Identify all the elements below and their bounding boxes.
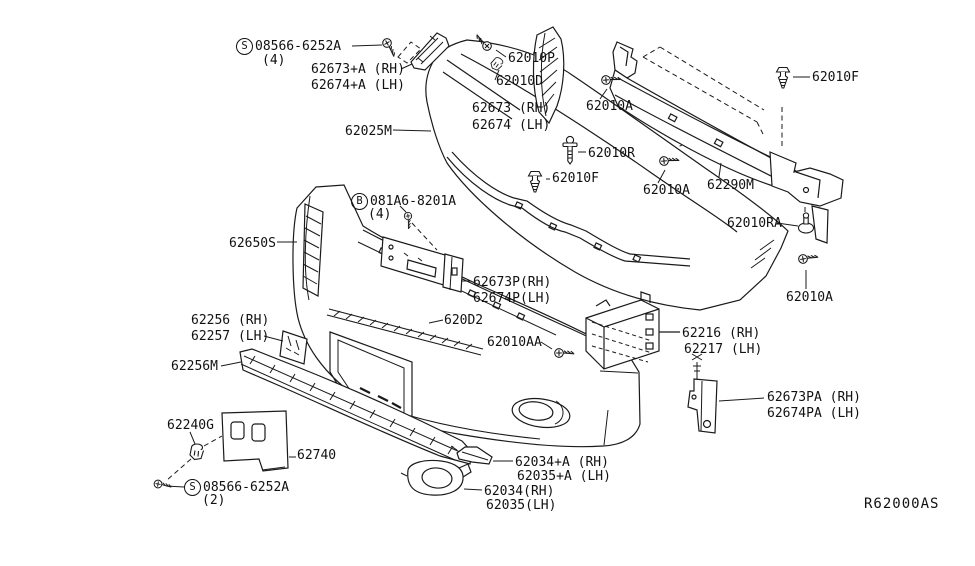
leader-lines (165, 44, 810, 491)
callout-62256-rh: 62256 (RH) (191, 313, 270, 328)
callout-qty-4-b: (4) (368, 207, 392, 222)
part-62034-finisher (400, 459, 472, 496)
callout-62673PA-rh: 62673PA (RH) (767, 390, 861, 405)
callout-62010F-right: 62010F (812, 70, 859, 85)
callout-620D2: 620D2 (444, 313, 484, 328)
callout-62650S: 62650S (229, 236, 276, 251)
clip-icon-62240G (189, 443, 205, 461)
callout-text: 081A6-8201A (370, 193, 457, 209)
part-62740-license-bracket (221, 410, 289, 472)
circled-s-icon: S (236, 38, 253, 55)
callout-62673-rh: 62673 (RH) (472, 101, 551, 116)
callout-62740: 62740 (297, 448, 337, 463)
part-62025M-bumper-face (425, 39, 789, 311)
callout-text: 08566-6252A (255, 38, 342, 54)
callout-62010RA: 62010RA (727, 216, 782, 231)
screw-icon-08566-top (378, 36, 402, 58)
callout-62010A-top: 62010A (586, 99, 633, 114)
callout-62674-lh: 62674 (LH) (472, 118, 551, 133)
callout-62673A-rh: 62673+A (RH) (311, 62, 405, 77)
diagram-ref-code: R62000AS (864, 496, 940, 512)
part-62673PA-bracket (687, 353, 718, 434)
callout-081A6-8201A: B 081A6-8201A (351, 193, 456, 210)
callout-62240G: 62240G (167, 418, 214, 433)
callout-62674PA-lh: 62674PA (LH) (767, 406, 861, 421)
callout-62216-rh: 62216 (RH) (682, 326, 761, 341)
circled-b-icon: B (351, 193, 368, 210)
callout-text: 08566-6252A (203, 479, 290, 495)
callout-62674P-lh: 62674P(LH) (473, 291, 552, 306)
screw-icon-62010A-right (796, 247, 819, 268)
callout-62035-lh: 62035(LH) (486, 498, 557, 513)
callout-62010R: 62010R (588, 146, 635, 161)
callout-62034-rh: 62034(RH) (484, 484, 555, 499)
callout-62217-lh: 62217 (LH) (684, 342, 763, 357)
callout-62025M: 62025M (345, 124, 392, 139)
callout-62034A-rh: 62034+A (RH) (515, 455, 609, 470)
callout-qty-4-top: (4) (262, 53, 286, 68)
callout-qty-2-bottom: (2) (202, 493, 226, 508)
screw-icon-08566-bottom (152, 476, 172, 492)
callout-62290M: 62290M (707, 178, 754, 193)
callout-62010A-mid: 62010A (643, 183, 690, 198)
callout-62010A-right: 62010A (786, 290, 833, 305)
callout-62035A-lh: 62035+A (LH) (517, 469, 611, 484)
part-62256-bracket (279, 330, 308, 365)
callout-62256M: 62256M (171, 359, 218, 374)
part-62290M-reinforcement (609, 41, 844, 244)
callout-08566-6252A-bottom: S 08566-6252A (184, 479, 289, 496)
callout-62010AA: 62010AA (487, 335, 542, 350)
callout-08566-6252A-top: S 08566-6252A (236, 38, 341, 55)
part-62673A-bracket (410, 32, 450, 71)
part-62673-closing-plate (532, 26, 565, 125)
callout-62673P-rh: 62673P(RH) (473, 275, 552, 290)
part-62034A-bracket (450, 445, 493, 465)
callout-62257-lh: 62257 (LH) (191, 329, 270, 344)
part-62673P-bracket (380, 236, 464, 293)
grommet-icon-62010RA (797, 212, 815, 234)
part-62216-bracket (585, 291, 680, 370)
callout-62010F-mid: 62010F (552, 171, 599, 186)
circled-s-icon: S (184, 479, 201, 496)
part-620D2-strip (326, 308, 484, 356)
pin-icon-62010F-right (775, 66, 791, 89)
callout-62010D: 62010D (496, 74, 543, 89)
callout-62674A-lh: 62674+A (LH) (311, 78, 405, 93)
callout-62010P: 62010P (508, 51, 555, 66)
